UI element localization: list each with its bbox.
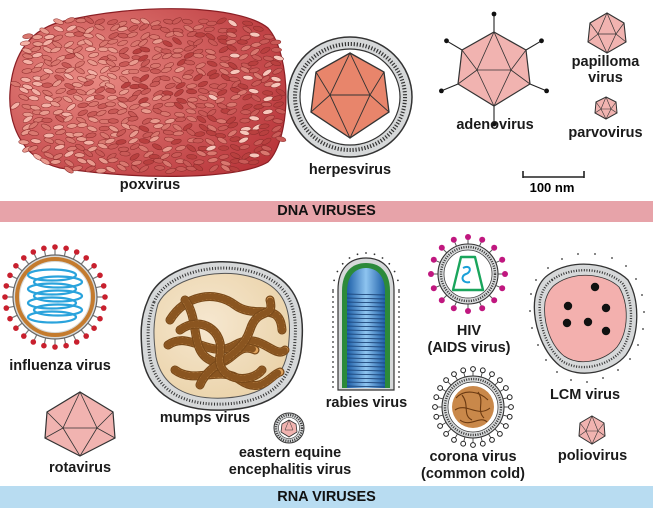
rna-band-label: RNA VIRUSES (277, 489, 376, 505)
parvovirus-label: parvovirus (568, 125, 643, 141)
dna-band-label: DNA VIRUSES (277, 203, 376, 219)
rabies-virus-label: rabies virus (325, 395, 408, 411)
eee-label: eastern equine encephalitis virus (220, 445, 360, 479)
dna-viruses-band: DNA VIRUSES (0, 201, 653, 222)
papilloma-label-line2: virus (588, 70, 623, 86)
adenovirus-particle (439, 11, 549, 127)
influenza-nucleocapsid (26, 268, 84, 324)
corona-label-line1: corona virus (429, 449, 517, 465)
herpesvirus-particle (287, 36, 413, 158)
rabies-virus-particle (332, 252, 400, 391)
herpesvirus-label: herpesvirus (308, 162, 392, 178)
poliovirus-label: poliovirus (557, 448, 628, 464)
influenza-virus-label: influenza virus (9, 358, 111, 374)
scale-bar-label: 100 nm (529, 180, 575, 195)
eee-label-line2: encephalitis virus (228, 462, 352, 478)
corona-virus-label: corona virus (common cold) (412, 449, 534, 483)
poliovirus-particle (578, 415, 606, 445)
corona-label-line2: (common cold) (421, 466, 525, 482)
dna-band-background (0, 201, 653, 222)
adenovirus-label: adenovirus (456, 117, 534, 133)
influenza-virus-particle (2, 244, 108, 350)
hiv-label: HIV (AIDS virus) (414, 323, 524, 357)
eee-label-line1: eastern equine (238, 445, 342, 461)
papilloma-label-line1: papilloma (571, 54, 640, 70)
rotavirus-particle (44, 391, 116, 457)
scale-bar (522, 171, 585, 178)
rna-band-background (0, 486, 653, 508)
adenovirus-capsid (457, 31, 531, 107)
hiv-label-line2: (AIDS virus) (427, 340, 511, 356)
poxvirus-label: poxvirus (119, 177, 181, 193)
lcm-ribosomes (562, 282, 611, 336)
mumps-nucleocapsid (163, 292, 290, 390)
poxvirus-particle (9, 8, 287, 177)
papilloma-virus-label: papilloma virus (558, 54, 653, 86)
adenovirus-fibers (439, 11, 549, 127)
rotavirus-label: rotavirus (48, 460, 112, 476)
papilloma-virus-particle (587, 12, 627, 54)
lcm-virus-label: LCM virus (549, 387, 621, 403)
corona-virus-particle (432, 366, 514, 448)
lcm-virus-particle (529, 253, 645, 383)
hiv-label-line1: HIV (456, 323, 482, 339)
hiv-particle (428, 234, 508, 314)
poxvirus-surface-tubules (10, 16, 287, 174)
mumps-virus-particle (140, 261, 304, 411)
rna-viruses-band: RNA VIRUSES (0, 486, 653, 508)
eastern-equine-encephalitis-particle (273, 412, 305, 444)
parvovirus-particle (594, 96, 618, 120)
mumps-virus-label: mumps virus (159, 410, 251, 426)
